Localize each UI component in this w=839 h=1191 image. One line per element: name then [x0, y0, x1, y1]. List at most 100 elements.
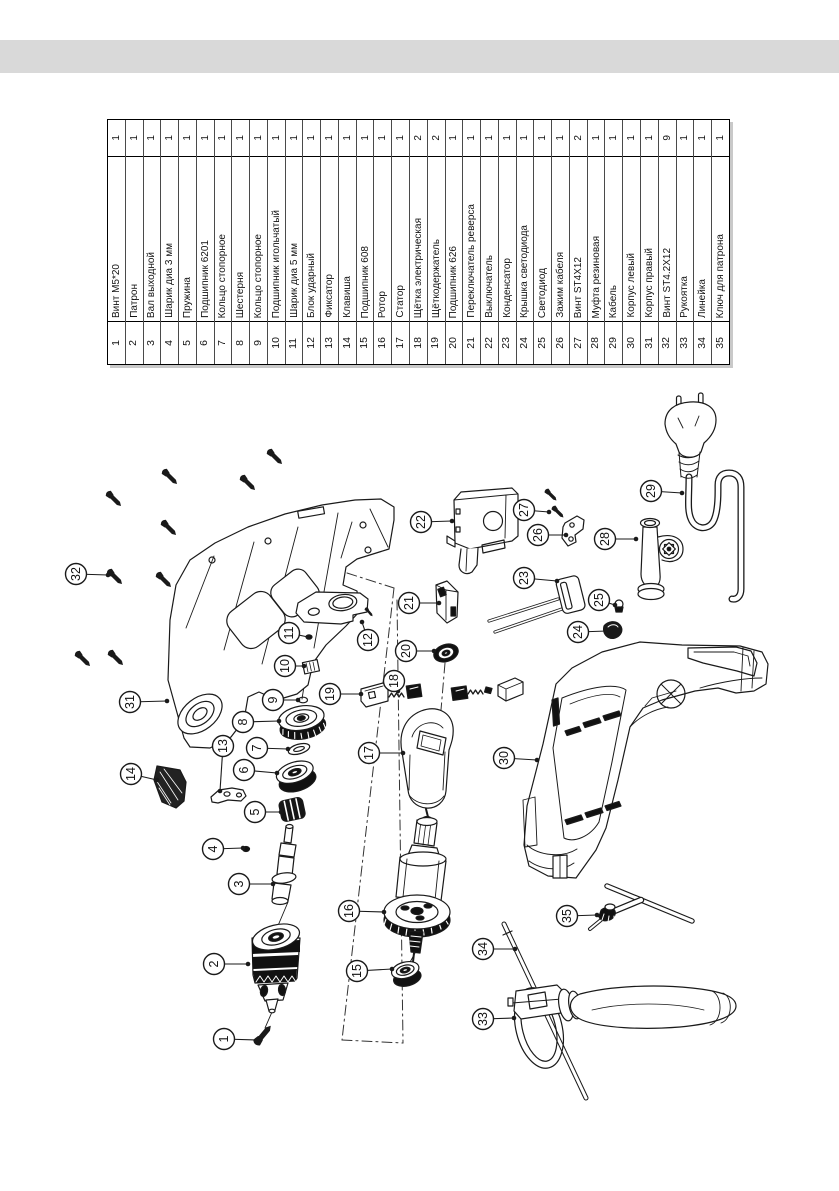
callout-10: 10	[273, 654, 307, 678]
part-name-cell: Винт M5*20	[108, 157, 125, 322]
part-27-screws	[543, 487, 566, 520]
part-7-retaining-ring	[287, 742, 311, 756]
svg-text:3: 3	[232, 880, 246, 887]
part-qty-cell: 1	[516, 120, 534, 157]
svg-text:31: 31	[123, 695, 137, 709]
parts-col-25: 1 Светодиод 25	[534, 120, 553, 364]
part-name-cell: Конденсатор	[498, 157, 516, 322]
callout-29: 29	[639, 479, 685, 503]
svg-text:1: 1	[217, 1035, 231, 1042]
part-19-brush-holder-b	[497, 677, 524, 702]
part-29-cable-plug	[664, 392, 745, 603]
parts-col-31: 1 Корпус правый 31	[640, 120, 659, 364]
callout-25: 25	[587, 588, 618, 612]
parts-col-15: 1 Подшипник 608 15	[356, 120, 375, 364]
part-qty-cell: 1	[445, 120, 463, 157]
part-name-cell: Подшипник 608	[356, 157, 374, 322]
part-qty-cell: 1	[640, 120, 658, 157]
parts-col-7: 1 Кольцо стопорное 7	[214, 120, 233, 364]
part-name-cell: Пружина	[179, 157, 196, 322]
parts-col-12: 1 Блок ударный 12	[303, 120, 322, 364]
part-20-bearing-626	[433, 643, 459, 663]
svg-text:14: 14	[124, 767, 138, 781]
part-26-cable-clamp	[561, 515, 585, 547]
svg-text:19: 19	[323, 687, 337, 701]
svg-text:10: 10	[278, 659, 292, 673]
part-qty-cell: 1	[196, 120, 214, 157]
part-name-cell: Кольцо стопорное	[214, 157, 232, 322]
part-name-cell: Ключ для патрона	[712, 157, 729, 322]
callout-15: 15	[345, 959, 395, 983]
part-16-rotor	[383, 808, 451, 963]
parts-col-34: 1 Линейка 34	[694, 120, 713, 364]
parts-col-29: 1 Кабель 29	[605, 120, 624, 364]
parts-col-26: 1 Зажим кабеля 26	[552, 120, 570, 364]
svg-text:33: 33	[476, 1012, 490, 1026]
part-qty-cell: 1	[481, 120, 498, 157]
part-qty-cell: 1	[694, 120, 712, 157]
part-qty-cell: 1	[374, 120, 392, 157]
svg-text:15: 15	[350, 964, 364, 978]
part-21-reverse-switch	[435, 580, 459, 624]
callout-28: 28	[593, 527, 639, 551]
part-qty-cell: 1	[338, 120, 356, 157]
parts-col-20: 1 Подшипник 626 20	[445, 120, 464, 364]
part-18-brush-a	[388, 683, 423, 700]
part-qty-cell: 1	[587, 120, 605, 157]
parts-col-3: 1 Вал выходной 3	[143, 120, 162, 364]
svg-text:6: 6	[237, 766, 251, 773]
part-name-cell: Винт ST4.2X12	[658, 157, 676, 322]
part-name-cell: Кабель	[605, 157, 623, 322]
part-30-housing-half	[522, 641, 769, 879]
callout-21: 21	[397, 591, 442, 615]
parts-col-24: 1 Крышка светодиода 24	[516, 120, 535, 364]
part-name-cell: Зажим кабеля	[552, 157, 569, 322]
callout-9: 9	[261, 688, 301, 712]
part-qty-cell: 1	[161, 120, 179, 157]
part-31-housing-half	[167, 498, 395, 749]
callout-13: 13	[211, 734, 235, 794]
callout-27: 27	[512, 498, 552, 522]
part-qty-cell: 1	[250, 120, 267, 157]
part-name-cell: Блок ударный	[303, 157, 321, 322]
svg-text:12: 12	[361, 633, 375, 647]
part-name-cell: Корпус левый	[623, 157, 640, 322]
parts-col-27: 2 Винт ST4X12 27	[569, 120, 588, 364]
part-name-cell: Клавиша	[338, 157, 356, 322]
part-25-led	[614, 599, 624, 613]
part-name-cell: Муфта резиновая	[587, 157, 605, 322]
parts-col-11: 1 Шарик диа 5 мм 11	[285, 120, 304, 364]
part-qty-cell: 1	[623, 120, 640, 157]
parts-col-22: 1 Выключатель 22	[481, 120, 499, 364]
part-qty-cell: 1	[534, 120, 552, 157]
part-10-needle-bearing	[301, 658, 321, 675]
part-name-cell: Ротор	[374, 157, 392, 322]
part-name-cell: Светодиод	[534, 157, 552, 322]
parts-col-5: 1 Пружина 5	[179, 120, 197, 364]
part-qty-cell: 1	[552, 120, 569, 157]
part-name-cell: Винт ST4X12	[569, 157, 587, 322]
part-qty-cell: 1	[712, 120, 729, 157]
part-qty-cell: 2	[427, 120, 445, 157]
svg-text:7: 7	[250, 744, 264, 751]
part-qty-cell: 1	[143, 120, 161, 157]
parts-col-35: 1 Ключ для патрона 35	[712, 120, 729, 364]
callout-14: 14	[119, 762, 160, 786]
part-3-output-shaft	[271, 823, 297, 906]
svg-text:29: 29	[644, 484, 658, 498]
callout-1: 1	[212, 1027, 260, 1051]
part-name-cell: Шарик диа 3 мм	[161, 157, 179, 322]
svg-text:35: 35	[560, 909, 574, 923]
callout-23: 23	[512, 566, 560, 590]
callout-26: 26	[526, 523, 569, 547]
svg-text:9: 9	[266, 696, 280, 703]
svg-text:28: 28	[598, 532, 612, 546]
parts-col-2: 1 Патрон 2	[125, 120, 144, 364]
part-name-cell: Подшипник игольчатый	[267, 157, 285, 322]
svg-text:22: 22	[414, 515, 428, 529]
part-14-trigger	[153, 765, 187, 809]
callout-17: 17	[357, 741, 406, 765]
svg-text:18: 18	[387, 674, 401, 688]
part-name-cell: Переключатель реверса	[463, 157, 481, 322]
